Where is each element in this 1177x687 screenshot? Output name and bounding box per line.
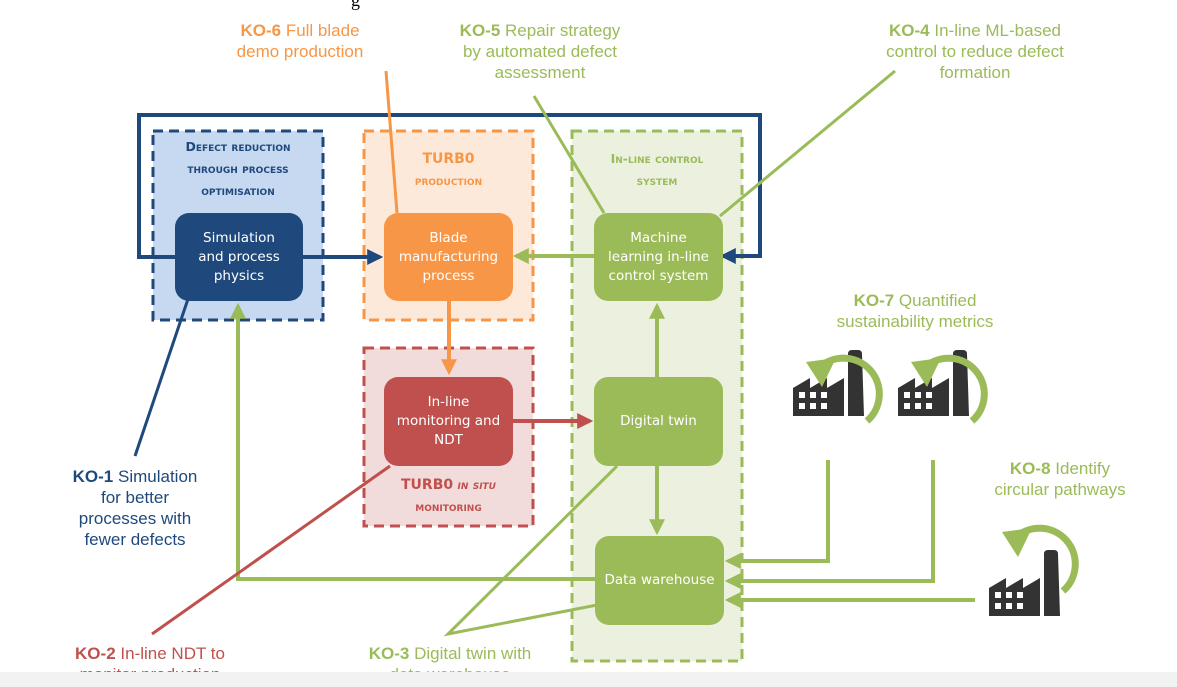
node-label: Data warehouse <box>604 572 715 588</box>
ko-line: sustainability metrics <box>836 312 994 331</box>
bottom-edge-strip <box>0 672 1177 687</box>
ko-line: by automated defect <box>462 42 618 61</box>
group-title-line: monitoring <box>415 499 482 514</box>
node-digital-twin[interactable]: Digital twin <box>594 377 723 466</box>
group-title-line: Defect reduction <box>185 139 291 154</box>
ko-text: Identify <box>1055 459 1111 478</box>
ko-line: KO-1 Simulation <box>40 466 230 487</box>
node-label: Blade <box>429 229 468 246</box>
group-title-word-italic: in situ <box>457 477 496 492</box>
node-label: learning in-line <box>608 248 709 265</box>
node-label: Digital twin <box>620 413 697 429</box>
ko-line: KO-5 Repair strategy <box>425 20 655 41</box>
ko-text: In-line ML-based <box>934 21 1061 40</box>
factory-icon-1 <box>793 350 864 416</box>
ko-id: KO-2 <box>75 644 116 663</box>
pointer-ko4 <box>719 69 896 218</box>
pointer-ko6 <box>384 70 399 214</box>
ko-line: demo production <box>236 42 364 61</box>
connector-ml-to-simulation-loop <box>137 113 762 264</box>
node-label: monitoring and <box>396 413 501 429</box>
ko-line: for better <box>100 488 170 507</box>
node-label: In-line <box>427 394 470 410</box>
cropped-caption-fragment: g <box>351 0 360 10</box>
group-title-line: In-line control <box>610 151 704 166</box>
objective-ko5: KO-5 Repair strategy by automated defect… <box>425 20 655 83</box>
ko-text: Repair strategy <box>505 21 621 40</box>
group-title-word: TURB0 <box>401 477 454 493</box>
cycle-arrow-head-icon-2 <box>911 358 941 387</box>
node-label: control system <box>608 267 709 284</box>
ko-id: KO-4 <box>889 21 930 40</box>
group-title-line: system <box>636 173 678 188</box>
ko-line: circular pathways <box>994 480 1126 499</box>
group-title-line: through process <box>187 161 289 176</box>
ko-line: KO-8 Identify <box>960 458 1160 479</box>
ko-id: KO-7 <box>853 291 895 310</box>
node-blade-manufacturing[interactable]: Blade manufacturing process <box>384 213 513 301</box>
cycle-arrow-head-icon-1 <box>806 358 836 387</box>
ko-line: KO-7 Quantified <box>805 290 1025 311</box>
ko-id: KO-6 <box>240 21 282 40</box>
node-label: and process <box>198 248 280 265</box>
group-title-turbo-insitu: TURB0 in situ monitoring <box>364 474 533 518</box>
ko-line: fewer defects <box>84 530 186 549</box>
connector-factory1-to-warehouse <box>724 460 830 569</box>
pointer-ko5 <box>532 95 606 214</box>
ko-line: KO-4 In-line ML-based <box>855 20 1095 41</box>
ko-line: assessment <box>494 63 586 82</box>
ko-line: KO-6 Full blade <box>200 20 400 41</box>
ko-text: Quantified <box>898 291 977 310</box>
node-label: physics <box>213 267 265 284</box>
node-label: NDT <box>434 432 463 448</box>
group-title-line: TURB0 <box>422 151 475 167</box>
ko-line: formation <box>939 63 1011 82</box>
objective-ko1: KO-1 Simulation for better processes wit… <box>40 466 230 550</box>
group-title-line: TURB0 in situ <box>364 474 533 496</box>
group-title-turbo-production: TURB0 production <box>364 148 533 192</box>
connector-factory2-to-warehouse <box>724 460 935 589</box>
node-label: manufacturing <box>398 248 499 265</box>
ko-text: Full blade <box>285 21 360 40</box>
ko-text: Simulation <box>117 467 198 486</box>
connector-warehouse-to-simulation <box>230 302 597 581</box>
node-simulation[interactable]: Simulation and process physics <box>175 213 303 301</box>
pointer-ko1 <box>133 298 190 457</box>
ko-text: Digital twin with <box>414 644 532 663</box>
objective-ko7: KO-7 Quantified sustainability metrics <box>805 290 1025 332</box>
ko-id: KO-8 <box>1009 459 1051 478</box>
ko-id: KO-5 <box>459 21 501 40</box>
ko-line: KO-3 Digital twin with <box>335 643 565 664</box>
objective-ko8: KO-8 Identify circular pathways <box>960 458 1160 500</box>
objective-ko6: KO-6 Full blade demo production <box>200 20 400 62</box>
group-title-line: optimisation <box>201 183 275 198</box>
cycle-arrow-head-icon-3 <box>1002 528 1032 557</box>
ko-id: KO-3 <box>368 644 410 663</box>
group-title-inline-control: In-line control system <box>572 148 742 192</box>
node-ml-control[interactable]: Machine learning in-line control system <box>594 213 723 301</box>
ko-id: KO-1 <box>72 467 114 486</box>
objective-ko4: KO-4 In-line ML-based control to reduce … <box>855 20 1095 83</box>
group-title-line: production <box>414 173 483 188</box>
pointer-ko3 <box>443 464 619 637</box>
ko-text: In-line NDT to <box>120 644 225 663</box>
ko-line: KO-2 In-line NDT to <box>40 643 260 664</box>
node-label: Simulation <box>203 229 275 246</box>
pointer-ko2 <box>151 464 391 636</box>
ko-line: control to reduce defect <box>886 42 1064 61</box>
node-label: process <box>422 267 475 284</box>
node-data-warehouse[interactable]: Data warehouse <box>595 536 724 625</box>
ko-line: processes with <box>78 509 192 528</box>
node-label: Machine <box>630 229 687 246</box>
factory-icon-3 <box>989 550 1060 616</box>
group-title-defect-reduction: Defect reduction through process optimis… <box>153 136 323 202</box>
factory-icon-2 <box>898 350 969 416</box>
